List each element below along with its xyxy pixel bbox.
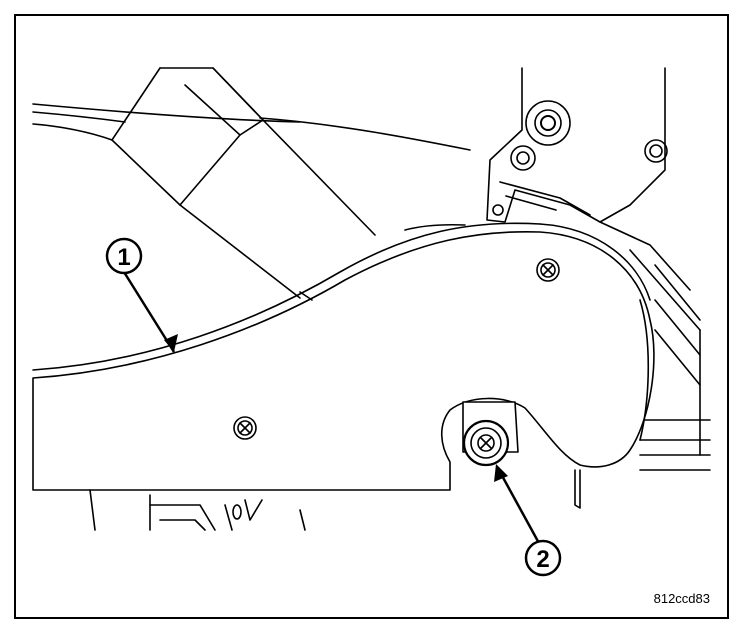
callout-2-arrowhead [494, 464, 508, 482]
callout-2-leader [498, 471, 542, 546]
callout-1-leader [122, 271, 176, 353]
screw-lower-left [233, 416, 257, 440]
screw-upper [536, 258, 560, 282]
seat-frame-bracket [486, 67, 691, 291]
seat-cushion-lines [32, 103, 471, 151]
callout-1-label: 1 [117, 244, 130, 271]
bolt-component-2 [462, 401, 519, 467]
figure-code: 812ccd83 [654, 591, 710, 606]
callout-2-label: 2 [536, 546, 549, 573]
callout-1: 1 [105, 237, 178, 353]
callout-1-arrowhead [164, 334, 178, 352]
lower-trim [89, 489, 306, 531]
seat-side-shield [32, 222, 655, 491]
callout-2: 2 [494, 464, 562, 577]
figure-border [14, 14, 729, 619]
seat-belt-strap [111, 67, 376, 299]
